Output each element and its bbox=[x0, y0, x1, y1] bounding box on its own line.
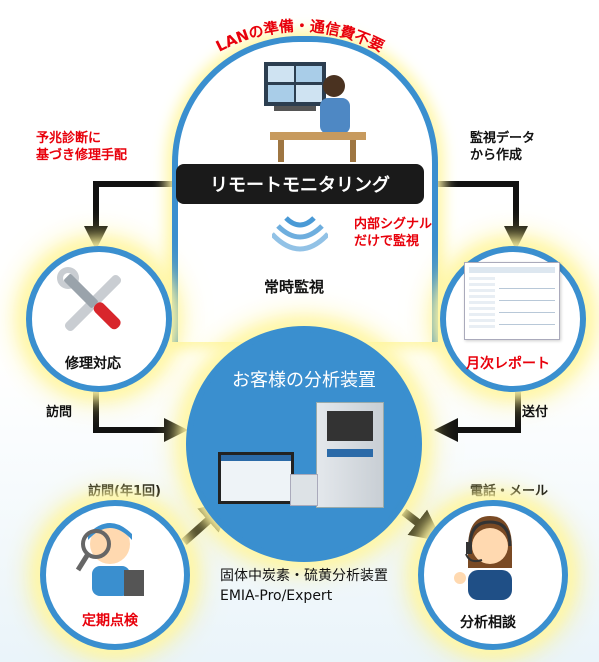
arrow-to-report bbox=[424, 181, 528, 250]
product-name: 固体中炭素・硫黄分析装置 EMIA-Pro/Expert bbox=[220, 568, 388, 604]
arrow-to-repair bbox=[84, 181, 176, 250]
arc-label: LANの準備・通信費不要 bbox=[213, 17, 387, 56]
periodic-header: 訪問(年1回) bbox=[88, 484, 161, 499]
periodic-label: 定期点検 bbox=[82, 613, 138, 629]
remote-monitoring-bar: リモートモニタリング bbox=[176, 164, 424, 204]
analyzer-monitor bbox=[218, 452, 294, 504]
arrow-visit bbox=[93, 392, 188, 442]
consult-label: 分析相談 bbox=[460, 615, 516, 631]
wireless-signal-icon bbox=[272, 216, 328, 252]
constant-watch-label: 常時監視 bbox=[264, 278, 325, 296]
inspector-illustration bbox=[75, 523, 144, 596]
analyzer-cabinet bbox=[316, 402, 384, 508]
operator-headset-illustration bbox=[454, 516, 512, 600]
customer-title: お客様の分析装置 bbox=[232, 370, 376, 391]
right-note: 監視データ から作成 bbox=[470, 131, 536, 163]
operator-illustration bbox=[264, 62, 366, 162]
visit-label: 訪問 bbox=[46, 405, 73, 420]
report-document bbox=[464, 262, 560, 340]
svg-text:LANの準備・通信費不要: LANの準備・通信費不要 bbox=[213, 17, 387, 56]
repair-circle bbox=[26, 246, 172, 392]
arrow-send bbox=[434, 392, 521, 442]
report-label: 月次レポート bbox=[466, 356, 550, 372]
send-label: 送付 bbox=[522, 405, 549, 420]
arc-label-text: LANの準備・通信費不要 bbox=[213, 17, 387, 56]
left-note: 予兆診断に 基づき修理手配 bbox=[36, 131, 128, 163]
consult-header: 電話・メール bbox=[470, 484, 549, 499]
wrench-screwdriver-icon bbox=[57, 267, 122, 332]
signal-note: 内部シグナル だけで監視 bbox=[354, 217, 433, 249]
analyzer-balance bbox=[290, 474, 318, 506]
customer-circle bbox=[186, 326, 422, 562]
repair-label: 修理対応 bbox=[65, 356, 121, 372]
arrow-consult bbox=[401, 508, 443, 542]
